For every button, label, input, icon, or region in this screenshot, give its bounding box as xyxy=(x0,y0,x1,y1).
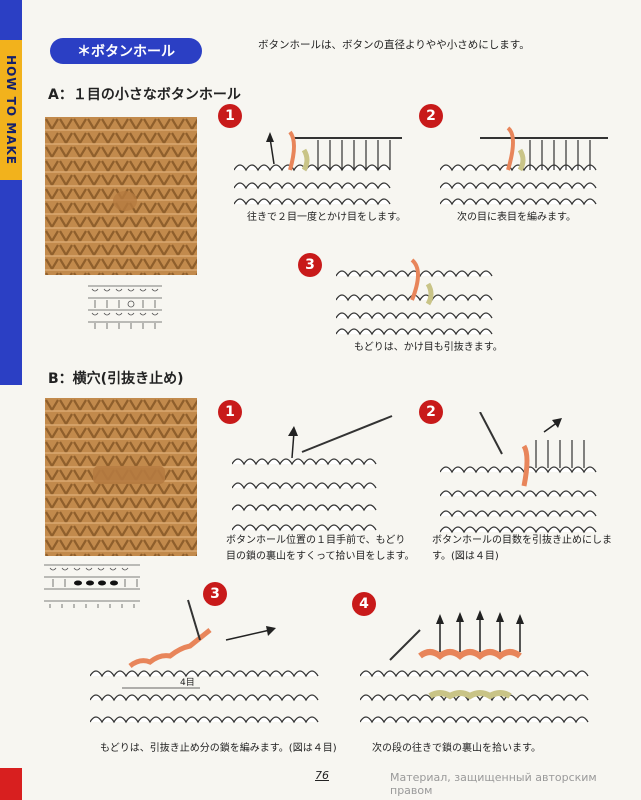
section-b-photo xyxy=(45,398,197,556)
step-b3-stitch-label: 4目 xyxy=(180,678,195,688)
step-a1-number: 1 xyxy=(218,104,242,128)
step-a1-illustration xyxy=(234,130,402,206)
step-b3-caption: もどりは、引抜き止め分の鎖を編みます。(図は４目) xyxy=(100,743,337,754)
step-b2-caption: ボタンホールの目数を引抜き止めにしま す。(図は４目) xyxy=(432,535,612,562)
section-a-title: A：１目の小さなボタンホール xyxy=(48,87,241,103)
section-a-photo xyxy=(45,117,197,275)
step-b3-illustration xyxy=(90,599,319,724)
section-b-title: B：横穴(引抜き止め) xyxy=(48,371,184,387)
header-note: ボタンホールは、ボタンの直径よりやや小さめにします。 xyxy=(258,39,530,51)
sidebar-yellow-band xyxy=(0,40,22,180)
step-b1-illustration xyxy=(232,415,393,532)
step-a3-illustration xyxy=(336,258,493,336)
step-b4-illustration xyxy=(360,610,589,724)
step-b2-number: 2 xyxy=(419,400,443,424)
page-title: ＊ボタンホール xyxy=(50,38,202,64)
step-b4-number: 4 xyxy=(352,592,376,616)
copyright-watermark: Материал, защищенный авторским правом xyxy=(390,771,597,797)
step-b4-caption: 次の段の往きで鎖の裏山を拾います。 xyxy=(372,743,541,754)
step-a2-illustration xyxy=(440,126,608,206)
step-b1-number: 1 xyxy=(218,400,242,424)
step-b1-caption: ボタンホール位置の１目手前で、もどり 目の鎖の裏山をすくって拾い目をします。 xyxy=(226,535,415,562)
sidebar: HOW TO MAKE xyxy=(0,0,22,800)
step-a3-caption: もどりは、かけ目も引抜きます。 xyxy=(354,342,503,353)
sidebar-red-band xyxy=(0,768,22,800)
step-a3-number: 3 xyxy=(298,253,322,277)
page-number: 76 xyxy=(315,769,329,782)
step-a1-caption: 往きで２目一度とかけ目をします。 xyxy=(247,212,406,223)
step-b3-number: 3 xyxy=(203,582,227,606)
step-a2-number: 2 xyxy=(419,104,443,128)
step-a2-caption: 次の目に表目を編みます。 xyxy=(457,212,576,223)
step-b2-illustration xyxy=(440,412,597,534)
section-a-chart xyxy=(88,283,162,333)
sidebar-label: HOW TO MAKE xyxy=(4,55,18,165)
section-b-chart xyxy=(44,562,140,612)
